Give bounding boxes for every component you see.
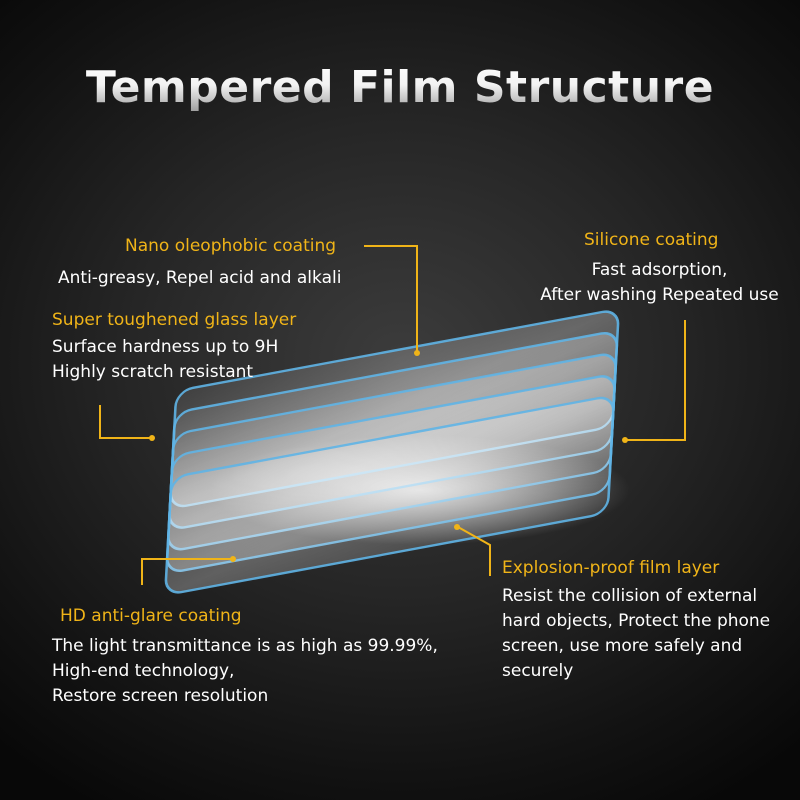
explosion-layer-line: Resist the collision of external	[502, 586, 758, 606]
glass-layer-line: Highly scratch resistant	[52, 362, 254, 382]
nano-coating-line: Anti-greasy, Repel acid and alkali	[58, 268, 342, 288]
glass-leader-line	[99, 405, 150, 439]
glass-layer-title: Super toughened glass layer	[52, 310, 297, 330]
antiglare-coating-line: Restore screen resolution	[52, 686, 269, 706]
explosion-layer-line: securely	[502, 661, 574, 681]
nano-leader-line	[364, 245, 418, 352]
silicone-coating-title: Silicone coating	[584, 230, 719, 250]
nano-coating-desc: Anti-greasy, Repel acid and alkali	[58, 266, 341, 291]
silicone-dot	[622, 437, 628, 443]
callout-dots	[149, 350, 628, 562]
explosion-layer-title: Explosion-proof film layer	[502, 558, 720, 578]
page-title: Tempered Film Structure	[0, 62, 800, 113]
silicone-coating-line: Fast adsorption,	[591, 260, 728, 280]
layers-group	[164, 310, 620, 594]
explosion-dot	[454, 524, 460, 530]
nano-dot	[414, 350, 420, 356]
antiglare-coating-title: HD anti-glare coating	[60, 606, 242, 626]
silicone-leader-line	[627, 320, 686, 441]
glass-dot	[149, 435, 155, 441]
explosion-layer-line: hard objects, Protect the phone	[502, 611, 771, 631]
silicone-coating-desc: Fast adsorption, After washing Repeated …	[532, 258, 787, 308]
explosion-leader-line	[457, 526, 491, 576]
antiglare-coating-line: High-end technology,	[52, 661, 235, 681]
glass-layer-line: Surface hardness up to 9H	[52, 337, 279, 357]
nano-coating-title: Nano oleophobic coating	[125, 236, 337, 256]
explosion-layer-line: screen, use more safely and	[502, 636, 743, 656]
callout-lines	[99, 245, 686, 585]
antiglare-coating-line: The light transmittance is as high as 99…	[52, 636, 438, 656]
explosion-layer-desc: Resist the collision of external hard ob…	[502, 584, 770, 684]
antiglare-dot	[230, 556, 236, 562]
silicone-coating-line: After washing Repeated use	[540, 285, 779, 305]
film-layer	[164, 396, 615, 594]
glass-layer-desc: Surface hardness up to 9H Highly scratch…	[52, 335, 278, 385]
antiglare-coating-desc: The light transmittance is as high as 99…	[52, 634, 438, 709]
antiglare-leader-line	[141, 558, 232, 585]
